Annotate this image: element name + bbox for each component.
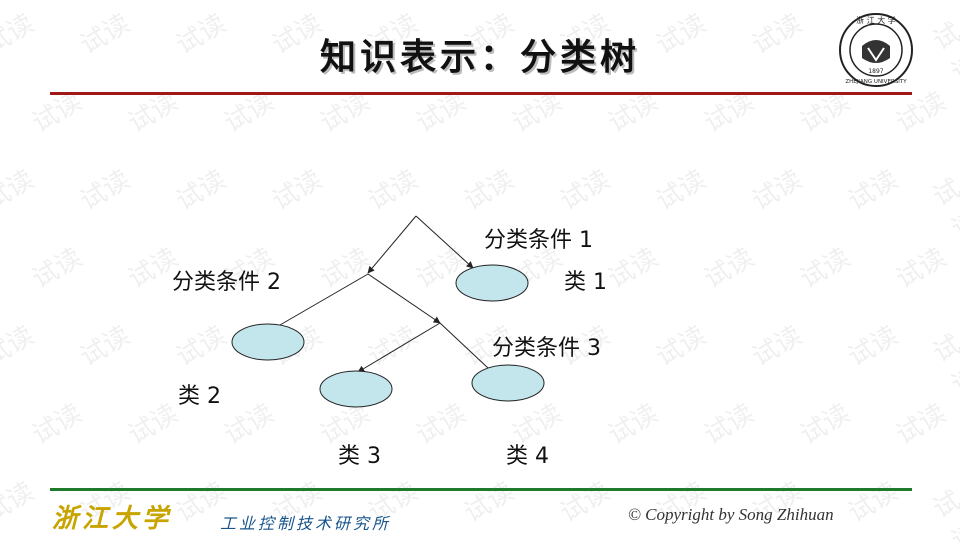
class1-label: 类 1 [564,270,607,295]
class2-node [231,323,305,361]
edge-condition2-to-condition3 [367,273,441,324]
university-logo: 浙 江 大 学 1897 ZHEJIANG UNIVERSITY [839,13,913,87]
class3-label: 类 3 [338,444,381,469]
condition3-label: 分类条件 3 [492,336,601,361]
edge-condition3-to-class4 [439,322,489,369]
logo-year: 1897 [868,68,883,75]
class2-label: 类 2 [178,384,221,409]
edge-root-to-condition2 [367,215,417,274]
edge-root-to-class1 [415,215,474,269]
condition1-label: 分类条件 1 [484,228,593,253]
title-divider [50,92,912,95]
class1-node [455,264,529,302]
class4-node [471,364,545,402]
logo-top-text: 浙 江 大 学 [856,15,896,25]
edge-condition2-to-class2 [279,273,369,326]
edge-condition3-to-class3 [357,322,441,373]
footer-university-logotype: 浙江大学 [52,504,173,534]
condition2-label: 分类条件 2 [172,270,281,295]
slide: 试读试读试读试读试读试读试读试读试读试读试读试读试读试读试读试读试读试读试读试读… [0,9,960,557]
class4-label: 类 4 [506,444,549,469]
slide-title: 知识表示：分类树 [319,37,640,78]
classification-tree [231,215,545,408]
footer-copyright: © Copyright by Song Zhihuan [628,505,834,524]
footer-divider [50,488,912,491]
logo-bottom-text: ZHEJIANG UNIVERSITY [845,79,907,85]
class3-node [319,370,393,408]
footer-institute: 工业控制技术研究所 [220,514,392,533]
